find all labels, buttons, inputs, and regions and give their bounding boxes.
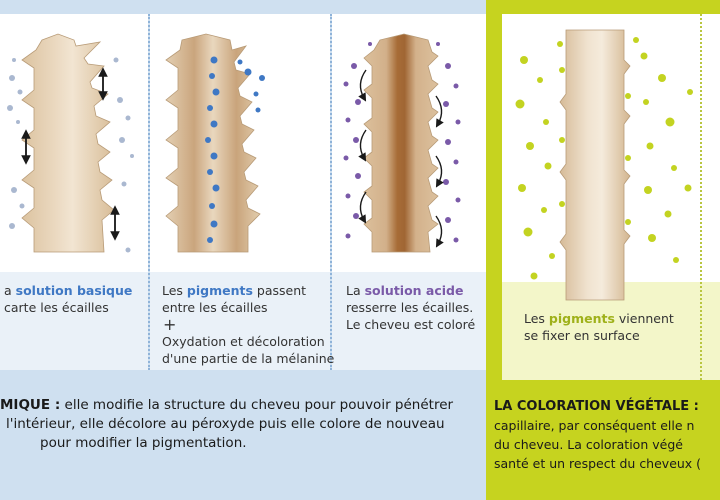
caption-text: Le cheveu est coloré bbox=[346, 317, 476, 332]
description-title: MIQUE : bbox=[0, 397, 61, 413]
pigment-particles bbox=[205, 56, 265, 243]
caption-text: passent bbox=[252, 283, 307, 298]
caption-text: La bbox=[346, 283, 365, 298]
caption-text: carte les écailles bbox=[4, 300, 109, 315]
plus-sign: + bbox=[163, 315, 177, 334]
caption-area-basic bbox=[0, 272, 148, 370]
hair-strand-open-scales bbox=[21, 33, 115, 253]
hair-strand-vegetal bbox=[559, 29, 631, 301]
caption-text: se fixer en surface bbox=[524, 328, 640, 343]
caption-text: Les bbox=[162, 283, 187, 298]
vegetal-pigment-particles bbox=[515, 37, 693, 280]
caption-acid-solution: La solution acide resserre les écailles.… bbox=[346, 282, 475, 333]
caption-text: entre les écailles bbox=[162, 300, 268, 315]
caption-text: Oxydation et décoloration bbox=[162, 334, 325, 349]
description-text: santé et un respect du cheveux ( bbox=[494, 456, 702, 471]
caption-text: resserre les écailles. bbox=[346, 300, 474, 315]
caption-text: Les bbox=[524, 311, 549, 326]
description-text: capillaire, par conséquent elle n bbox=[494, 418, 695, 433]
description-text: du cheveu. La coloration végé bbox=[494, 437, 683, 452]
caption-text: a bbox=[4, 283, 16, 298]
chemical-description: MIQUE : elle modifie la structure du che… bbox=[0, 396, 453, 453]
description-title: LA COLORATION VÉGÉTALE : bbox=[494, 399, 699, 414]
caption-highlight: pigments bbox=[548, 311, 615, 326]
panel-separator bbox=[700, 14, 702, 380]
caption-highlight: solution basique bbox=[15, 283, 133, 298]
description-text: l'intérieur, elle décolore au péroxyde p… bbox=[6, 416, 445, 432]
vegetal-description: LA COLORATION VÉGÉTALE : capillaire, par… bbox=[494, 396, 701, 473]
description-text: elle modifie la structure du cheveu pour… bbox=[60, 397, 454, 413]
hair-strand-closed-scales bbox=[363, 33, 439, 253]
basic-solution-particles bbox=[7, 57, 134, 253]
caption-pigments: Les pigments passent entre les écailles … bbox=[162, 282, 334, 367]
caption-area-pigments bbox=[150, 272, 330, 370]
scale-movement-arrows bbox=[21, 67, 120, 241]
caption-text: viennent bbox=[614, 311, 674, 326]
hair-strand-pigments bbox=[165, 33, 261, 253]
caption-area-acid bbox=[332, 272, 486, 370]
acid-solution-particles bbox=[343, 42, 461, 243]
panel-separator bbox=[330, 14, 332, 370]
panel-separator bbox=[148, 14, 150, 370]
caption-basic-solution: a solution basique carte les écailles bbox=[4, 282, 132, 316]
description-text: pour modifier la pigmentation. bbox=[40, 435, 247, 451]
caption-text: d'une partie de la mélanine bbox=[162, 351, 335, 366]
scale-closing-arrows bbox=[358, 69, 444, 248]
caption-vegetal: Les pigments viennent se fixer en surfac… bbox=[524, 310, 674, 344]
caption-highlight: solution acide bbox=[364, 283, 464, 298]
caption-highlight: pigments bbox=[186, 283, 253, 298]
